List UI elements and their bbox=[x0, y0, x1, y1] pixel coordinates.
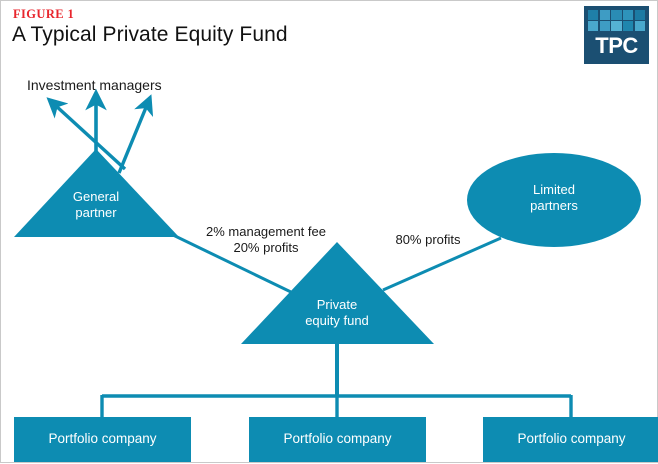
logo-tile bbox=[599, 10, 610, 20]
portfolio-company-label-3: Portfolio company bbox=[517, 431, 626, 446]
portfolio-company-box-1[interactable] bbox=[14, 417, 191, 462]
general-partner-triangle[interactable] bbox=[14, 149, 179, 237]
private-equity-fund-triangle[interactable] bbox=[241, 242, 434, 344]
arrow-to-managers-left bbox=[46, 97, 127, 171]
page-title: A Typical Private Equity Fund bbox=[12, 23, 288, 46]
figure-number-label: FIGURE 1 bbox=[13, 7, 75, 21]
tpc-logo: TPC bbox=[584, 6, 649, 64]
logo-wordmark: TPC bbox=[595, 33, 638, 58]
portfolio-company-label-2: Portfolio company bbox=[283, 431, 392, 446]
logo-tile bbox=[634, 21, 645, 31]
portfolio-company-box-2[interactable] bbox=[249, 417, 426, 462]
edge-label-lp-to-fund: 80% profits bbox=[395, 232, 461, 247]
logo-tile bbox=[623, 21, 634, 31]
logo-tile bbox=[611, 21, 622, 31]
edge-lp-to-fund bbox=[382, 236, 502, 292]
logo-tile bbox=[588, 21, 599, 31]
edge-gp-to-fund bbox=[172, 233, 294, 295]
logo-tile bbox=[588, 10, 599, 20]
logo-tile bbox=[599, 21, 610, 31]
logo-tile bbox=[623, 10, 634, 20]
logo-tile bbox=[634, 10, 645, 20]
investment-managers-label: Investment managers bbox=[27, 77, 162, 93]
logo-tile bbox=[611, 10, 622, 20]
limited-partners-ellipse[interactable] bbox=[467, 153, 641, 247]
arrow-to-managers-right bbox=[117, 94, 154, 174]
logo-tile-grid bbox=[588, 10, 645, 31]
portfolio-company-label-1: Portfolio company bbox=[48, 431, 157, 446]
edge-label-gp-to-fund: 2% management fee 20% profits bbox=[206, 224, 326, 255]
portfolio-company-box-3[interactable] bbox=[483, 417, 658, 462]
